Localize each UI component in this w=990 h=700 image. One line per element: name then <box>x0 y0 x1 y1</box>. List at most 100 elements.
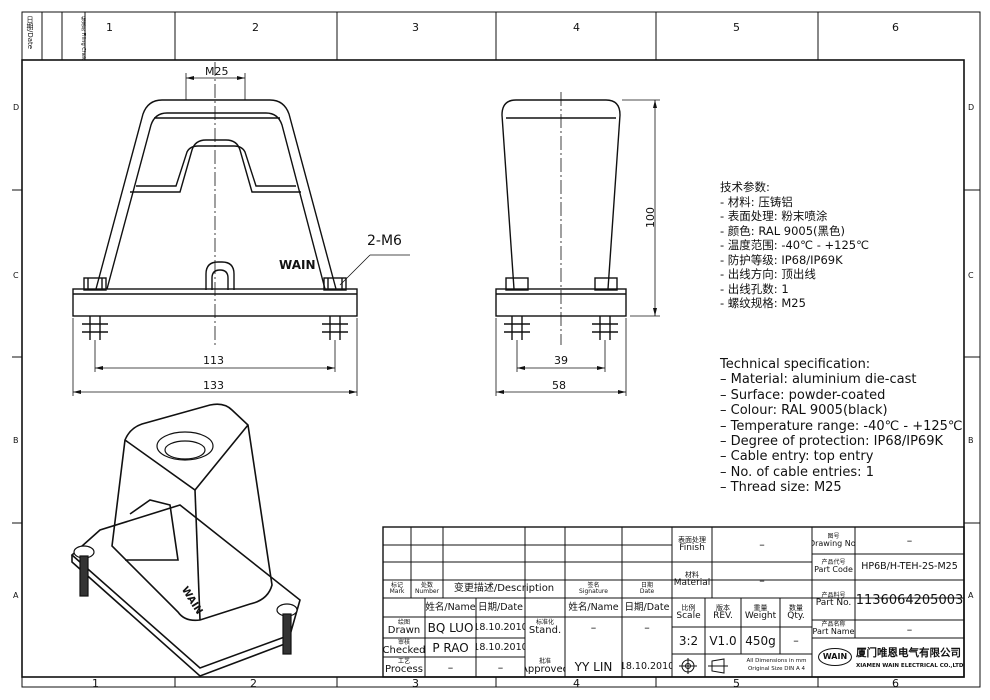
tb-material-cn: 材料 <box>685 571 699 579</box>
tb-part-code-cn: 产品代号 <box>821 559 846 566</box>
margin-filing-label: 标准员 Filing Chek <box>80 16 86 60</box>
tb-sig-cn: 签名 <box>587 582 600 589</box>
tb-date-en: Date <box>639 588 655 595</box>
tb-process-date: – <box>497 660 504 674</box>
tb-drawn-date: 18.10.2010 <box>476 621 525 633</box>
spec-cn-line: - 材料: 压铸铝 <box>720 194 793 209</box>
dim-side-outer: 58 <box>552 379 566 392</box>
tb-finish-value: – <box>759 538 765 551</box>
tb-weight-cn: 重量 <box>753 603 768 612</box>
tb-mark-cn: 标记 <box>390 582 403 589</box>
tb-part-code-value: HP6B/H-TEH-2S-M25 <box>861 561 958 573</box>
tb-process-cn: 工艺 <box>397 658 410 665</box>
tb-description-header: 变更描述/Description <box>453 583 555 594</box>
tb-approved-cn: 批准 <box>538 658 551 665</box>
tb-part-no-en: Part No. <box>815 597 852 608</box>
grid-row-d-right: D <box>968 103 975 112</box>
grid-row-d-left: D <box>13 103 20 112</box>
tb-date-cn: 日期 <box>640 582 653 589</box>
tb-approved-name: YY LIN <box>574 660 613 674</box>
tb-dims-note: All Dimensions in mm <box>746 658 807 665</box>
spec-cn-line: - 表面处理: 粉末喷涂 <box>720 209 828 223</box>
tb-part-name-cn: 产品名称 <box>821 621 846 628</box>
tb-part-name-value: – <box>906 622 913 636</box>
grid-col-2-top: 2 <box>252 21 259 34</box>
grid-col-5-bottom: 5 <box>733 677 740 690</box>
grid-col-3-top: 3 <box>412 21 419 34</box>
spec-en-title: Technical specification: <box>720 357 871 372</box>
grid-row-a-left: A <box>13 591 19 600</box>
dim-front-inner: 113 <box>203 354 224 367</box>
spec-cn-line: - 出线孔数: 1 <box>720 281 789 296</box>
tb-finish-cn: 表面处理 <box>678 535 706 544</box>
spec-cn-line: - 颜色: RAL 9005(黑色) <box>720 223 846 238</box>
tb-part-name-en: Part Name <box>812 627 855 636</box>
grid-col-5-top: 5 <box>733 21 740 34</box>
spec-cn-title: 技术参数: <box>720 180 770 194</box>
tb-process-en: Process <box>385 664 423 675</box>
spec-en-line: – Cable entry: top entry <box>720 449 874 465</box>
spec-en-line: – Colour: RAL 9005(black) <box>720 403 888 419</box>
tb-drawing-no-cn: 图号 <box>827 532 840 540</box>
dim-front-holes: 2-M6 <box>367 233 402 249</box>
tb-drawing-no-en: Drawing No. <box>812 538 855 548</box>
tb-stand-cn: 标准化 <box>535 618 554 626</box>
tb-checked-name: P RAO <box>432 640 469 655</box>
grid-col-3-bottom: 3 <box>412 677 419 690</box>
tb-stand-date: – <box>644 621 650 634</box>
tb-date-col-2: 日期/Date <box>624 601 670 613</box>
tb-rev-cn: 版本 <box>716 603 730 612</box>
tb-part-no-value: 1136064205003 <box>855 592 964 608</box>
tb-weight-value: 450g <box>745 633 776 648</box>
tb-stand-name: – <box>590 621 597 634</box>
grid-row-b-left: B <box>13 436 19 445</box>
spec-en-line: – Material: aluminium die-cast <box>720 372 917 388</box>
tb-qty-value: – <box>793 634 799 647</box>
tb-date-col: 日期/Date <box>478 601 523 613</box>
grid-col-6-bottom: 6 <box>892 677 899 690</box>
tb-drawn-cn: 绘图 <box>397 618 410 626</box>
tb-part-code-en: Part Code <box>814 565 853 574</box>
grid-col-2-bottom: 2 <box>250 677 257 690</box>
front-brand-mark: WAIN <box>279 258 316 272</box>
spec-en-line: – Thread size: M25 <box>720 480 842 496</box>
dim-front-outer: 133 <box>203 379 224 392</box>
tb-approved-en: Approved <box>525 664 565 675</box>
grid-col-4-top: 4 <box>573 21 580 34</box>
tb-checked-date: 18.10.2010 <box>476 641 525 653</box>
dim-front-top: M25 <box>205 65 229 78</box>
tb-material-value: – <box>759 573 765 587</box>
tb-name-col-2: 姓名/Name <box>568 601 619 613</box>
grid-col-4-bottom: 4 <box>573 677 580 690</box>
spec-en-line: – No. of cable entries: 1 <box>720 464 874 480</box>
company-name-en: XIAMEN WAIN ELECTRICAL CO.,LTD <box>856 663 964 669</box>
tb-sig-en: Signature <box>579 588 608 595</box>
tb-scale-value: 3:2 <box>678 633 699 648</box>
tb-part-no-cn: 产品料号 <box>821 591 846 599</box>
tb-size-note: Original Size DIN A 4 <box>747 665 806 672</box>
dim-side-inner: 39 <box>554 354 568 367</box>
company-logo: WAIN <box>818 648 852 666</box>
grid-col-6-top: 6 <box>892 21 899 34</box>
tb-name-col: 姓名/Name <box>425 601 476 613</box>
grid-row-c-right: C <box>968 271 974 280</box>
tb-checked-cn: 审核 <box>397 638 410 646</box>
spec-cn-line: - 螺纹规格: M25 <box>720 296 806 310</box>
projection-symbol-icon <box>679 658 728 674</box>
tb-number-cn: 处数 <box>420 582 433 589</box>
